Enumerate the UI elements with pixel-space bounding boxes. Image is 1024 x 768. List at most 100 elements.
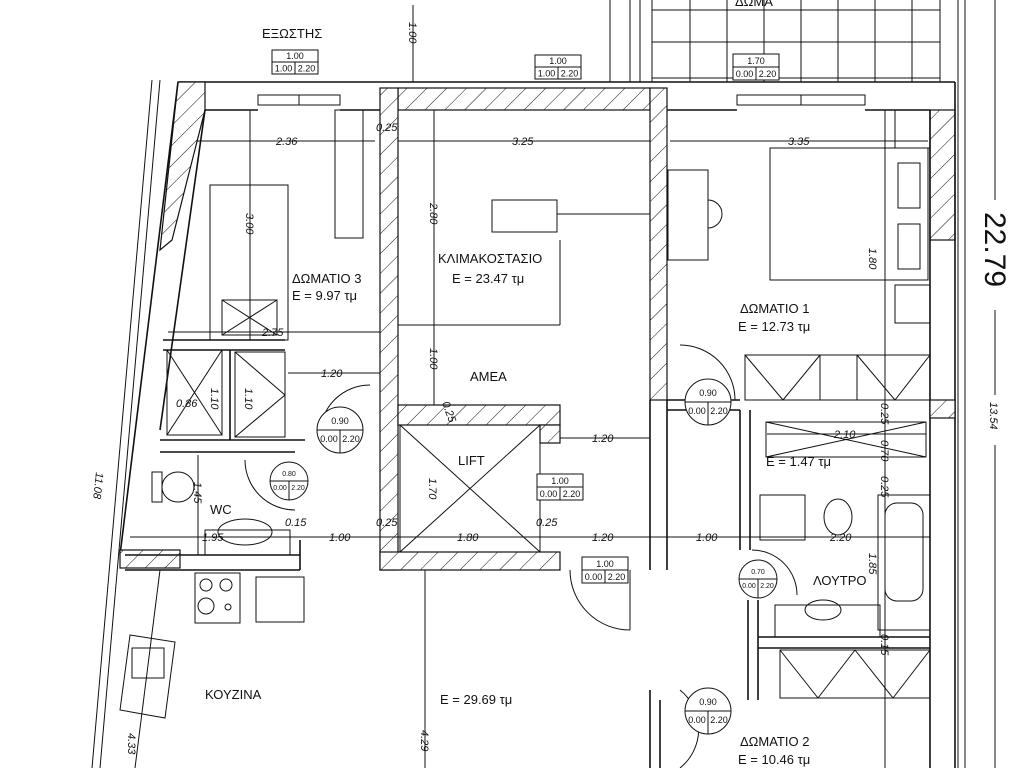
opening-height: 2.20	[759, 69, 777, 79]
dim: 1.70	[426, 478, 438, 500]
room3-name: ΔΩΜΑΤΙΟ 3	[292, 271, 361, 286]
opening-width: 1.00	[596, 559, 614, 569]
opening-tag: 1.00 0.00 2.20	[536, 473, 584, 501]
stairwell-walls	[379, 87, 668, 571]
opening-width: 1.00	[549, 56, 567, 66]
door-width: 0.80	[282, 471, 296, 478]
dim: 2.10	[833, 429, 856, 441]
opening-tag: 1.00 1.00 2.20	[271, 49, 319, 75]
opening-sill: 0.00	[736, 69, 754, 79]
opening-height: 2.20	[298, 64, 316, 74]
dim: 0.86	[176, 398, 198, 410]
door-height: 2.20	[291, 485, 305, 492]
door-sill: 0.00	[688, 406, 706, 416]
dim: 4.29	[418, 730, 430, 751]
dimension-lines	[130, 5, 930, 768]
roof-label: ΔΩΜΑ	[735, 0, 773, 9]
dim: 4.33	[125, 733, 137, 755]
dim: 3.25	[512, 136, 534, 148]
dim: 1.80	[866, 248, 878, 270]
door-height: 2.20	[760, 583, 774, 590]
dim: 0.25	[878, 403, 890, 425]
opening-width: 1.00	[551, 476, 569, 486]
dim: 1.45	[191, 482, 203, 504]
dim: 3.00	[243, 213, 255, 235]
furniture	[119, 109, 931, 719]
amea-label: ΑΜΕΑ	[470, 369, 507, 384]
side-length: 11.08	[90, 472, 105, 501]
door-width: 0.70	[751, 569, 765, 576]
dim: 0.70	[878, 440, 890, 462]
door-tag: 0.80 0.00 2.20	[269, 461, 309, 501]
door-tag: 0.90 0.00 2.20	[684, 687, 732, 735]
dim: 1.85	[866, 553, 878, 575]
kitchen-label: ΚΟΥΖΙΝΑ	[205, 687, 262, 702]
opening-sill: 0.00	[585, 572, 603, 582]
opening-height: 2.20	[561, 69, 579, 79]
dim: 2.36	[275, 136, 298, 148]
door-sill: 0.00	[688, 715, 706, 725]
dim: 1.20	[592, 532, 614, 544]
opening-height: 2.20	[563, 489, 581, 499]
dim: 2.80	[427, 202, 439, 225]
dim: 1.20	[321, 368, 343, 380]
dim: 0.15	[285, 517, 307, 529]
room1-name: ΔΩΜΑΤΙΟ 1	[740, 301, 809, 316]
opening-tag: 1.70 0.00 2.20	[732, 53, 780, 81]
partial-length: 13.54	[987, 402, 999, 430]
door-sill: 0.00	[320, 434, 338, 444]
door-height: 2.20	[342, 434, 360, 444]
lift-label: LIFT	[458, 453, 485, 468]
door-height: 2.20	[710, 715, 728, 725]
dim: 1.00	[696, 532, 718, 544]
dim: 0.15	[878, 634, 890, 656]
door-tag: 0.70 0.00 2.20	[738, 559, 778, 599]
opening-width: 1.70	[747, 56, 765, 66]
dim: 1.95	[202, 532, 224, 544]
opening-sill: 0.00	[540, 489, 558, 499]
door-tag: 0.90 0.00 2.20	[316, 406, 364, 454]
balcony-label: ΕΞΩΣΤΗΣ	[262, 26, 322, 41]
opening-tag: 1.00 0.00 2.20	[581, 556, 629, 584]
door-tag: 0.90 0.00 2.20	[684, 378, 732, 426]
opening-width: 1.00	[286, 51, 304, 61]
dimension-labels: 1.00 2.36 0.25 3.25 3.35 3.00 2.80 2.75 …	[125, 22, 890, 755]
dim: 1.20	[592, 433, 614, 445]
room3-area: E = 9.97 τμ	[292, 288, 357, 303]
dim: 0.25	[376, 517, 398, 529]
opening-tag: 1.00 1.00 2.20	[534, 54, 582, 80]
door-sill: 0.00	[742, 583, 756, 590]
wc-label: WC	[210, 502, 232, 517]
opening-sill: 1.00	[538, 69, 556, 79]
roof-tiles	[639, 0, 941, 83]
door-height: 2.20	[710, 406, 728, 416]
dim: 1.10	[242, 388, 254, 410]
stair-area: E = 23.47 τμ	[452, 271, 524, 286]
storage-area: E = 1.47 τμ	[766, 454, 831, 469]
dim: 1.00	[427, 348, 439, 370]
dim: 1.00	[406, 22, 418, 44]
opening-height: 2.20	[608, 572, 626, 582]
door-width: 0.90	[699, 697, 717, 707]
overall-length: 22.79	[978, 212, 1011, 287]
door-sill: 0.00	[273, 485, 287, 492]
dim: 1.00	[329, 532, 351, 544]
door-width: 0.90	[699, 388, 717, 398]
dim: 2.75	[261, 327, 284, 339]
room1-area: E = 12.73 τμ	[738, 319, 810, 334]
dim: 1.10	[208, 388, 220, 410]
door-width: 0.90	[331, 416, 349, 426]
room2-name: ΔΩΜΑΤΙΟ 2	[740, 734, 809, 749]
stair-name: ΚΛΙΜΑΚΟΣΤΑΣΙΟ	[438, 251, 542, 266]
dim: 0.25	[376, 122, 398, 134]
dim: 0.25	[878, 476, 890, 498]
bath-label: ΛΟΥΤΡΟ	[813, 573, 867, 588]
room2-area: E = 10.46 τμ	[738, 752, 810, 767]
dim: 0.25	[536, 517, 558, 529]
boundary-lines	[91, 0, 996, 768]
living-area: E = 29.69 τμ	[440, 692, 512, 707]
dim: 3.35	[788, 136, 810, 148]
dim: 1.80	[457, 532, 479, 544]
opening-sill: 1.00	[275, 64, 293, 74]
